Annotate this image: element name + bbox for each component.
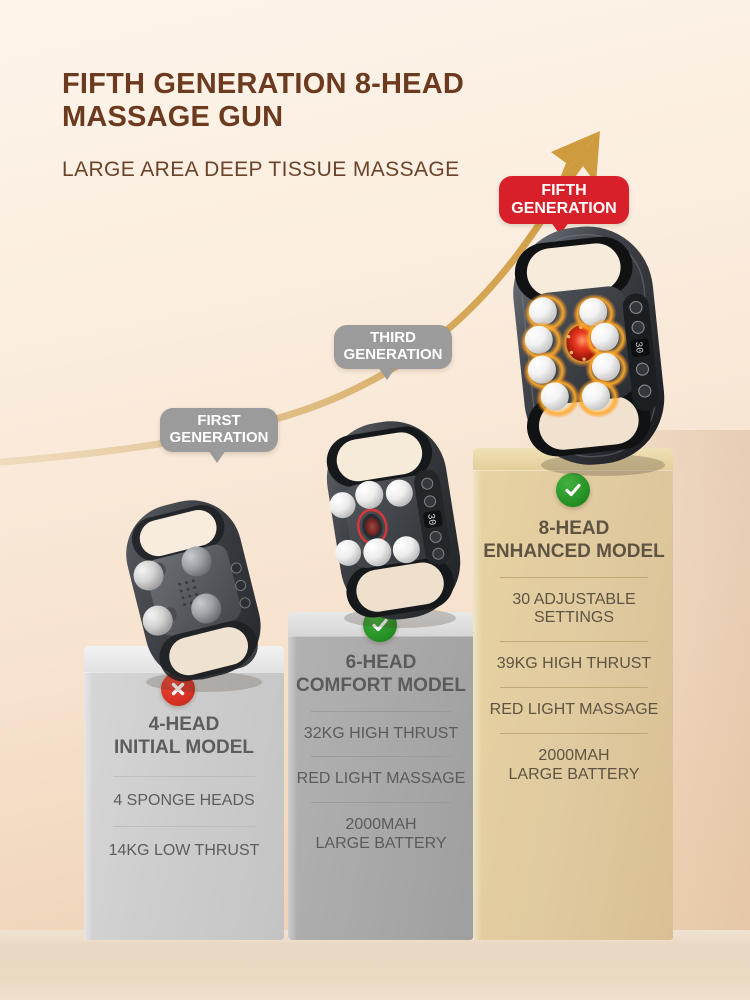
callout-text: THIRD GENERATION bbox=[335, 329, 452, 364]
divider bbox=[500, 687, 648, 689]
feature-item: RED LIGHT MASSAGE bbox=[296, 770, 466, 788]
status-badge-recommended bbox=[556, 473, 590, 507]
divider bbox=[500, 576, 648, 578]
callout-line2: GENERATION bbox=[343, 346, 443, 363]
feature-line1: 30 ADJUSTABLE bbox=[512, 590, 636, 608]
pedestal-front-face bbox=[84, 672, 284, 940]
page-title: FIFTH GENERATION 8-HEAD MASSAGE GUN bbox=[62, 68, 542, 134]
feature-item: RED LIGHT MASSAGE bbox=[489, 701, 659, 719]
feature-panel-gen1: 4-HEAD INITIAL MODEL 4 SPONGE HEADS 14KG… bbox=[90, 714, 278, 861]
divider bbox=[311, 710, 451, 712]
device-gen1-4head bbox=[112, 492, 284, 692]
feature-line2: LARGE BATTERY bbox=[315, 835, 447, 853]
product-title-line1: 4-HEAD bbox=[148, 714, 220, 735]
divider bbox=[500, 733, 648, 735]
product-title-line1: 8-HEAD bbox=[538, 518, 610, 539]
product-title-gen3: 6-HEAD COMFORT MODEL bbox=[290, 652, 472, 698]
device-gen5-8head: 30 bbox=[495, 222, 700, 477]
page-title-line1: FIFTH GENERATION 8-HEAD bbox=[62, 68, 465, 100]
svg-text:30: 30 bbox=[424, 513, 437, 527]
feature-line1: 2000MAH bbox=[538, 747, 610, 765]
pedestal-front-face bbox=[288, 636, 473, 940]
pedestal-front-face bbox=[473, 470, 673, 940]
x-mark-icon bbox=[171, 682, 185, 696]
feature-item: 39KG HIGH THRUST bbox=[496, 655, 652, 673]
check-mark-icon bbox=[565, 483, 581, 497]
divider bbox=[311, 756, 451, 758]
product-title-line2: COMFORT MODEL bbox=[296, 674, 466, 696]
divider bbox=[113, 775, 255, 777]
divider bbox=[311, 802, 451, 804]
feature-item: 30 ADJUSTABLE SETTINGS bbox=[477, 591, 671, 629]
product-title-line1: 6-HEAD bbox=[345, 652, 417, 673]
floor-surface bbox=[0, 930, 750, 1000]
callout-line1: THIRD bbox=[370, 329, 416, 347]
device-gen3-6head: 30 bbox=[308, 415, 483, 630]
callout-fifth-generation: FIFTH GENERATION bbox=[499, 176, 629, 235]
svg-text:30: 30 bbox=[632, 341, 644, 354]
callout-text: FIRST GENERATION bbox=[161, 412, 278, 447]
callout-text: FIFTH GENERATION bbox=[502, 182, 625, 218]
page-title-line2: MASSAGE GUN bbox=[62, 101, 284, 134]
product-title-line2: INITIAL MODEL bbox=[113, 736, 255, 758]
feature-line2: LARGE BATTERY bbox=[508, 765, 640, 783]
feature-item: 32KG HIGH THRUST bbox=[303, 724, 459, 742]
callout-third-generation: THIRD GENERATION bbox=[334, 325, 452, 380]
feature-item: 14KG LOW THRUST bbox=[108, 842, 260, 860]
product-title-gen1: 4-HEAD INITIAL MODEL bbox=[90, 714, 278, 760]
callout-tail bbox=[378, 367, 396, 380]
callout-line1: FIFTH bbox=[541, 182, 587, 200]
feature-line1: 2000MAH bbox=[345, 816, 417, 834]
callout-line2: GENERATION bbox=[511, 200, 617, 217]
page-subtitle: LARGE AREA DEEP TISSUE MASSAGE bbox=[62, 158, 460, 181]
feature-line2: SETTINGS bbox=[533, 609, 614, 627]
callout-tail bbox=[208, 450, 226, 463]
feature-item: 2000MAH LARGE BATTERY bbox=[290, 816, 472, 854]
callout-line1: FIRST bbox=[197, 412, 241, 430]
feature-panel-gen3: 6-HEAD COMFORT MODEL 32KG HIGH THRUST RE… bbox=[290, 652, 472, 854]
divider bbox=[113, 826, 255, 828]
feature-panel-gen5: 8-HEAD ENHANCED MODEL 30 ADJUSTABLE SETT… bbox=[477, 518, 671, 785]
callout-first-generation: FIRST GENERATION bbox=[160, 408, 278, 463]
check-mark-icon bbox=[372, 618, 388, 632]
callout-line2: GENERATION bbox=[169, 429, 269, 446]
feature-item: 2000MAH LARGE BATTERY bbox=[477, 747, 671, 785]
product-title-gen5: 8-HEAD ENHANCED MODEL bbox=[477, 518, 671, 564]
product-title-line2: ENHANCED MODEL bbox=[483, 540, 665, 562]
feature-item: 4 SPONGE HEADS bbox=[113, 791, 255, 809]
divider bbox=[500, 641, 648, 643]
